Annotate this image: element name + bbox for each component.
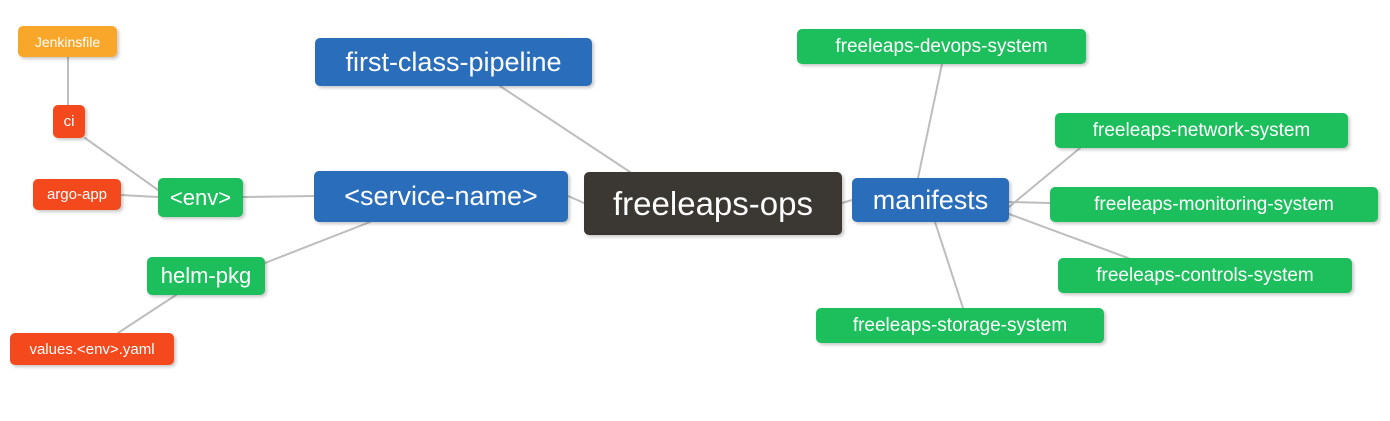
node-network-system[interactable]: freeleaps-network-system xyxy=(1055,113,1348,148)
node-storage-system[interactable]: freeleaps-storage-system xyxy=(816,308,1104,343)
edge-root-to-manifests xyxy=(841,199,853,204)
edge-root-to-first-class-pipeline xyxy=(499,85,631,173)
node-env[interactable]: <env> xyxy=(158,178,243,217)
node-jenkinsfile[interactable]: Jenkinsfile xyxy=(18,26,117,57)
edge-manifests-to-monitoring-system xyxy=(1008,201,1051,204)
node-label-network-system: freeleaps-network-system xyxy=(1092,120,1311,141)
node-manifests[interactable]: manifests xyxy=(852,178,1009,222)
node-first-class-pipeline[interactable]: first-class-pipeline xyxy=(315,38,592,86)
edge-manifests-to-devops-system xyxy=(917,63,943,179)
node-label-jenkinsfile: Jenkinsfile xyxy=(34,33,101,50)
node-label-root: freeleaps-ops xyxy=(613,185,813,222)
edge-helm-pkg-to-values-yaml xyxy=(117,294,177,334)
node-label-first-class-pipeline: first-class-pipeline xyxy=(345,46,562,77)
edge-env-to-argo-app xyxy=(120,194,159,198)
edge-service-name-to-helm-pkg xyxy=(264,221,371,264)
node-label-values-yaml: values.<env>.yaml xyxy=(29,340,155,358)
edge-root-to-service-name xyxy=(567,195,585,204)
node-root[interactable]: freeleaps-ops xyxy=(584,172,842,235)
node-label-monitoring-system: freeleaps-monitoring-system xyxy=(1094,194,1334,215)
node-ci[interactable]: ci xyxy=(53,105,85,138)
node-service-name[interactable]: <service-name> xyxy=(314,171,568,222)
node-devops-system[interactable]: freeleaps-devops-system xyxy=(797,29,1086,64)
node-values-yaml[interactable]: values.<env>.yaml xyxy=(10,333,174,365)
node-label-manifests: manifests xyxy=(872,184,989,215)
edge-service-name-to-env xyxy=(242,195,315,198)
node-label-env: <env> xyxy=(169,184,232,210)
node-helm-pkg[interactable]: helm-pkg xyxy=(147,257,265,295)
node-label-helm-pkg: helm-pkg xyxy=(160,263,252,288)
node-label-argo-app: argo-app xyxy=(46,186,108,203)
node-label-controls-system: freeleaps-controls-system xyxy=(1096,265,1314,286)
edge-manifests-to-storage-system xyxy=(934,221,964,309)
node-label-storage-system: freeleaps-storage-system xyxy=(852,315,1068,336)
node-monitoring-system[interactable]: freeleaps-monitoring-system xyxy=(1050,187,1378,222)
node-label-ci: ci xyxy=(63,113,75,130)
node-label-service-name: <service-name> xyxy=(344,181,538,211)
node-label-devops-system: freeleaps-devops-system xyxy=(835,36,1048,57)
node-argo-app[interactable]: argo-app xyxy=(33,179,121,210)
node-controls-system[interactable]: freeleaps-controls-system xyxy=(1058,258,1352,293)
